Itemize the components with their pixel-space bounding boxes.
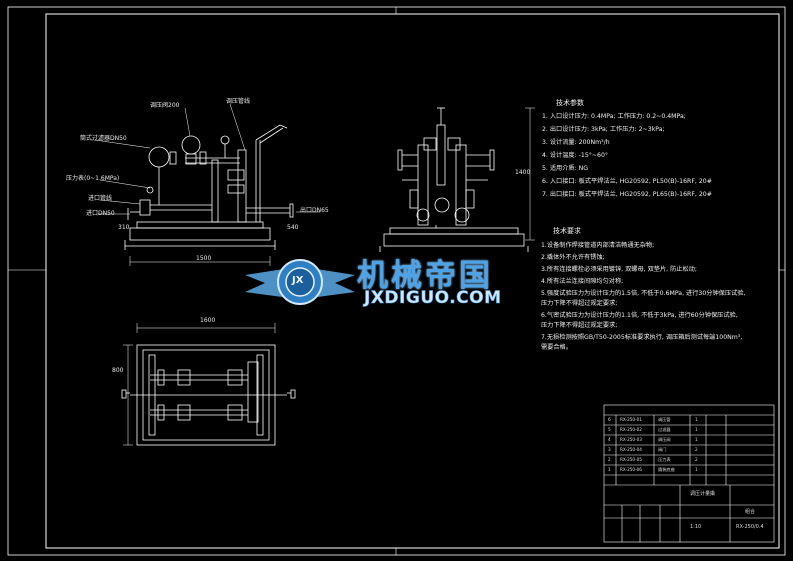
label-inlet-pipe: 进口管线 <box>88 195 113 202</box>
bom-row-4-code: RX-250-03 <box>620 437 642 442</box>
bom-row-3-qty: 2 <box>695 447 698 452</box>
tech-req-5: 5.强度试验压力为设计压力的1.5倍, 不低于0.6MPa, 进行30分钟保压试… <box>541 290 746 297</box>
tech-req-4: 4.所有法兰连接间隙均匀对称; <box>541 278 624 285</box>
side-view <box>379 107 529 252</box>
inner-border <box>45 13 780 549</box>
bom-row-2-code: RX-250-05 <box>620 457 642 462</box>
bom-row-6-qty: 1 <box>695 417 698 422</box>
tech-param-6: 6. 入口接口: 板式平焊法兰, HG20592, PL50(B)-16RF, … <box>542 178 712 185</box>
tech-params-title: 技术参数 <box>556 99 584 107</box>
title-block <box>603 404 775 543</box>
drawing-scale: 1:10 <box>690 524 702 530</box>
outer-border <box>7 6 786 556</box>
bom-row-6-name: 调压管 <box>658 417 671 422</box>
label-regulating-valve: 调压阀200 <box>150 102 180 109</box>
tech-param-3: 3. 设计流量: 200Nm³/h <box>542 139 610 146</box>
tech-param-2: 2. 出口设计压力: 3kPa; 工作压力: 2~3kPa; <box>542 126 665 133</box>
watermark-text: 机械帝国 <box>357 258 493 294</box>
bom-row-4-name: 调压阀 <box>658 437 671 442</box>
tech-param-5: 5. 适用介质: NG <box>542 165 589 172</box>
bom-row-6-code: RX-250-01 <box>620 417 642 422</box>
dim-1500-label: 1500 <box>196 255 212 262</box>
label-pressure-gauge: 压力表(0~1.6MPa) <box>66 175 120 182</box>
bom-row-2-name: 压力表 <box>658 457 671 462</box>
bom-row-2-qty: 2 <box>695 457 698 462</box>
dim-310-label: 310 <box>118 224 130 231</box>
tech-req-7b: 需要合格。 <box>541 344 572 351</box>
tech-req-6b: 压力下降不得超过规定要求; <box>541 322 618 329</box>
tech-param-4: 4. 设计温度: -15°~60° <box>542 152 609 159</box>
tech-req-5b: 压力下降不得超过规定要求; <box>541 300 618 307</box>
label-filter: 筒式过滤器DN50 <box>80 135 127 142</box>
label-inlet-dn: 进口DN50 <box>86 210 115 217</box>
tech-req-title: 技术要求 <box>553 227 581 235</box>
label-regulating-pipe: 调压管线 <box>226 98 251 105</box>
bom-row-4-no: 4 <box>608 437 611 442</box>
tech-param-7: 7. 出口接口: 板式平焊法兰, HG20592, PL65(B)-16RF, … <box>542 191 712 198</box>
dim-plan <box>123 323 276 446</box>
watermark-url: JXDIGUO.COM <box>364 288 502 309</box>
watermark-logo <box>245 259 355 305</box>
tech-req-2: 2.撬体外不允许有锈蚀; <box>541 254 605 261</box>
label-outlet-dn: 出口DN65 <box>300 207 329 214</box>
bom-row-6-no: 6 <box>608 417 611 422</box>
tech-req-6: 6.气密试验压力为设计压力的1.1倍, 不低于3kPa, 进行60分钟保压试验, <box>541 312 738 319</box>
bom-row-5-code: RX-250-02 <box>620 427 642 432</box>
bom-row-1-name: 撬装底座 <box>658 467 675 472</box>
bom-row-4-qty: 1 <box>695 437 698 442</box>
dim-1600-label: 1600 <box>200 317 216 324</box>
bom-row-3-code: RX-250-04 <box>620 447 642 452</box>
bom-row-5-no: 5 <box>608 427 611 432</box>
bom-row-5-qty: 1 <box>695 427 698 432</box>
tech-param-1: 1. 入口设计压力: 0.4MPa; 工作压力: 0.2~0.4MPa; <box>542 113 686 120</box>
tech-req-3: 3.所有连接螺栓必须采用镀锌, 双螺母, 双垫片, 防止松动; <box>541 266 697 273</box>
dim-side <box>525 107 535 241</box>
bom-row-2-no: 2 <box>608 457 611 462</box>
dim-540-label: 540 <box>287 224 299 231</box>
tech-req-1: 1.设备制作焊接管道内部清洁畅通无杂物; <box>541 242 655 249</box>
dim-800-label: 800 <box>112 367 124 374</box>
bom-row-3-name: 阀门 <box>658 447 667 452</box>
plan-view <box>121 344 296 446</box>
bom-row-1-code: RX-250-06 <box>620 467 642 472</box>
watermark-logo-text: JX <box>292 275 304 286</box>
dim-1400-label: 1400 <box>515 169 531 176</box>
bom-row-1-qty: 1 <box>695 467 698 472</box>
bom-row-5-name: 过滤器 <box>658 427 671 432</box>
drawing-name: 调压计量撬 <box>690 491 716 497</box>
drawing-number: RX-250/0.4 <box>736 524 764 530</box>
tech-req-7: 7.无损检测按照GB/T50-2005标准要求执行, 调压箱后测试每端100Nm… <box>541 334 743 341</box>
bom-row-1-no: 1 <box>608 467 611 472</box>
bom-row-3-no: 3 <box>608 447 611 452</box>
front-view <box>94 103 320 250</box>
drawing-material: 组合 <box>745 509 756 515</box>
dim-front <box>129 256 271 266</box>
